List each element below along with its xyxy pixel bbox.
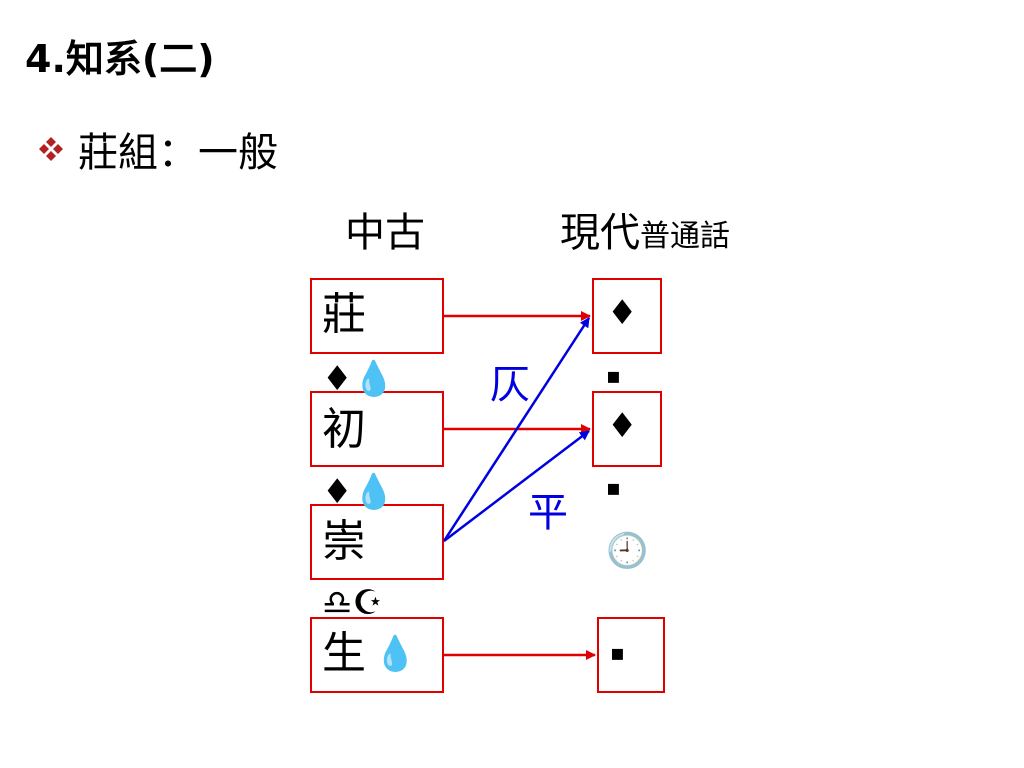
modern-symbol-2: ♦ [607,406,638,446]
modern-symbol-1: ♦ [607,293,638,333]
initial-box-chu [310,391,444,467]
bullet-item: 莊組：一般 [38,120,278,178]
char-chong: 崇 [322,516,366,567]
clock-icon: 🕘 [606,531,649,571]
modern-symbol-1-below: ▪ [606,364,621,389]
char-chu: 初 [322,404,366,455]
sheng-row: 生 💧 [322,632,416,676]
modern-heading-sub: 普通話 [640,219,730,254]
initial-box-zhuang [310,278,444,354]
arrow-chong-ze [442,317,591,542]
slide-title: 4.知系(二) [25,37,215,81]
initial-box-chong [310,504,444,580]
diamond-bullet-icon [39,137,63,161]
char-sheng: 生 [322,628,366,679]
middle-chinese-heading: 中古 [345,210,425,256]
modern-box-2 [592,391,662,467]
modern-symbol-4: ▪ [610,641,625,666]
char-zhuang: 莊 [322,289,366,340]
modern-box-4 [597,617,665,693]
bullet-text: 莊組：一般 [78,130,278,176]
tone-label-ping: 平 [528,490,568,536]
modern-heading: 現代普通話 [560,200,730,258]
modern-heading-main: 現代 [560,210,640,256]
symbol-below-chong: ♎☪ [322,583,383,623]
symbol-below-zhuang: ♦💧 [322,359,395,399]
initial-box-sheng [310,617,444,693]
arrow-chong-ping [443,430,590,542]
symbol-suffix-sheng: 💧 [374,634,417,674]
tone-label-ze: 仄 [490,362,530,408]
modern-box-1 [592,278,662,354]
modern-symbol-2-below: ▪ [606,476,621,501]
symbol-below-chu: ♦💧 [322,472,395,512]
